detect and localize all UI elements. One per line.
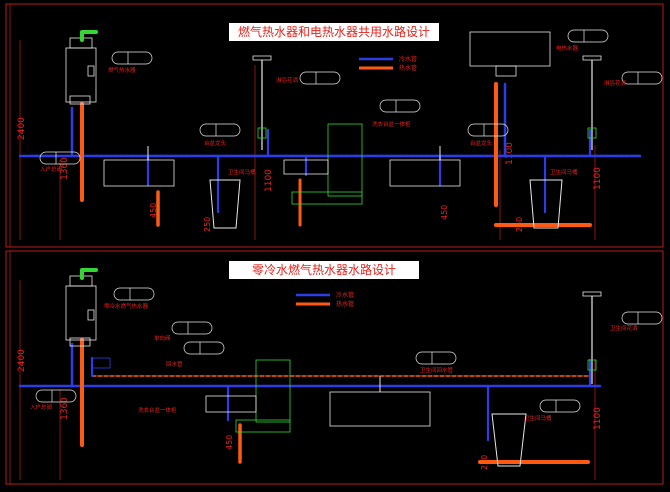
bottom-return-tag — [183, 341, 225, 355]
top-shower-b-valve — [587, 127, 597, 139]
bottom-heater-tag — [113, 287, 155, 301]
top-shower-b-head — [582, 55, 602, 61]
top-basin-b-label: 台盆龙头 — [470, 139, 493, 147]
top-laundry-tag — [379, 99, 421, 113]
top-gas-heater-body — [65, 47, 97, 103]
top-gas-heater-panel — [87, 65, 95, 77]
tag-bubble-outline — [621, 71, 663, 85]
bottom-legend-hot-label: 热水管 — [336, 300, 354, 308]
bottom-dim-2400: 2400 — [17, 349, 27, 372]
top-toilet-a — [209, 179, 241, 229]
bottom-return-label: 回水管 — [166, 360, 183, 368]
top-basin-a-label: 台盆龙头 — [204, 139, 227, 147]
tag-bubble-outline — [379, 99, 421, 113]
bottom-shower-label: 卫生间花洒 — [610, 324, 638, 332]
tag-bubble-outline — [299, 71, 341, 85]
top-shower-a-tag — [299, 71, 341, 85]
tag-bubble-outline — [183, 341, 225, 355]
top-gas-heater-label: 燃气热水器 — [108, 66, 136, 74]
tag-bubble-outline — [39, 151, 81, 165]
top-gas-heater-fittings — [69, 95, 91, 105]
bottom-check-valve — [91, 357, 111, 369]
top-dim-2400: 2400 — [17, 117, 27, 140]
top-shower-a-head — [252, 55, 272, 61]
bottom-washer-label: 洗衣台盆一体柜 — [138, 406, 177, 414]
bottom-washer-cabinet — [255, 359, 291, 423]
top-legend-cold-label: 冷水管 — [399, 55, 417, 63]
bottom-dim-1100: 1100 — [593, 407, 603, 430]
bottom-washer-base — [235, 419, 291, 433]
top-basin-a-bowl — [103, 159, 175, 187]
bottom-circ-tag — [415, 351, 457, 365]
tag-bubble-outline — [35, 389, 77, 403]
top-dim-1360: 1360 — [60, 157, 70, 180]
top-laundry-sink — [283, 159, 329, 175]
bottom-heater-fittings — [69, 337, 91, 347]
top-dim-1100-b: 1100 — [505, 142, 515, 165]
top-dim-450-b: 450 — [440, 205, 449, 220]
bottom-toilet-tag — [539, 399, 581, 413]
bottom-basin — [329, 391, 431, 427]
top-electric-heater-tag — [567, 29, 609, 43]
top-washer-base — [291, 191, 363, 205]
bottom-shower-head — [582, 291, 602, 297]
top-shower-b-tag — [621, 71, 663, 85]
tag-bubble-outline — [199, 123, 241, 137]
bottom-legend-cold-label: 冷水管 — [336, 291, 354, 299]
top-basin-a-tag — [199, 123, 241, 137]
bottom-check-valve-tag — [171, 321, 213, 335]
top-shower-a-label: 淋浴花洒 — [276, 76, 299, 84]
top-electric-heater-label: 电热水器 — [556, 44, 579, 52]
top-frame — [5, 3, 664, 248]
bottom-toilet — [491, 413, 527, 467]
top-dim-450-a: 450 — [149, 203, 158, 218]
top-dim-250-a: 250 — [203, 217, 212, 232]
top-gas-heater-tag — [111, 51, 153, 65]
tag-bubble-outline — [415, 351, 457, 365]
bottom-shower-valve — [587, 359, 597, 371]
bottom-title: 零冷水燃气热水器水路设计 — [229, 261, 419, 279]
bottom-heater-panel — [87, 309, 95, 321]
top-washer-label: 洗衣台盆一体柜 — [372, 120, 411, 128]
top-electric-heater-base — [495, 65, 517, 77]
bottom-dim-1360: 1360 — [60, 397, 70, 420]
tag-bubble-outline — [539, 399, 581, 413]
bottom-heater-label: 零冷水燃气热水器 — [104, 302, 149, 310]
bottom-dim-450: 450 — [225, 435, 234, 450]
tag-bubble-outline — [621, 311, 663, 325]
bottom-entry-tag — [35, 389, 77, 403]
bottom-heater-flue — [80, 268, 98, 280]
bottom-circ-label: 卫生间回水管 — [420, 366, 454, 374]
tag-bubble-outline — [567, 29, 609, 43]
bottom-entry-label: 入户总阀 — [30, 403, 52, 411]
tag-bubble-outline — [113, 287, 155, 301]
top-dim-1100-c: 1100 — [593, 167, 603, 190]
tag-bubble-outline — [171, 321, 213, 335]
top-basin-b-tag — [467, 123, 509, 137]
top-electric-heater-tank — [469, 31, 551, 67]
bottom-laundry-sink — [205, 395, 257, 413]
top-shower-a-valve — [257, 127, 267, 139]
top-washer-cabinet — [327, 123, 363, 197]
top-toilet-b-label: 卫生间马桶 — [550, 168, 578, 176]
top-toilet-a-label: 卫生间马桶 — [228, 168, 256, 176]
bottom-shower-tag — [621, 311, 663, 325]
top-entry-label: 入户总阀 — [40, 165, 62, 173]
tag-bubble-outline — [111, 51, 153, 65]
bottom-check-valve-label: 单向阀 — [154, 334, 171, 342]
top-basin-b-bowl — [389, 159, 461, 187]
top-entry-tag — [39, 151, 81, 165]
top-dim-1100-a: 1100 — [264, 169, 274, 192]
top-toilet-b — [529, 179, 563, 229]
top-gas-heater-flue — [80, 30, 98, 42]
tag-bubble-outline — [467, 123, 509, 137]
top-shower-b-label: 淋浴花洒 — [604, 79, 627, 87]
top-title: 燃气热水器和电热水器共用水路设计 — [229, 23, 439, 41]
bottom-frame — [5, 250, 664, 485]
top-legend-hot-label: 热水管 — [399, 64, 417, 72]
bottom-toilet-label: 卫生间马桶 — [524, 414, 552, 422]
bottom-heater-body — [65, 285, 97, 341]
